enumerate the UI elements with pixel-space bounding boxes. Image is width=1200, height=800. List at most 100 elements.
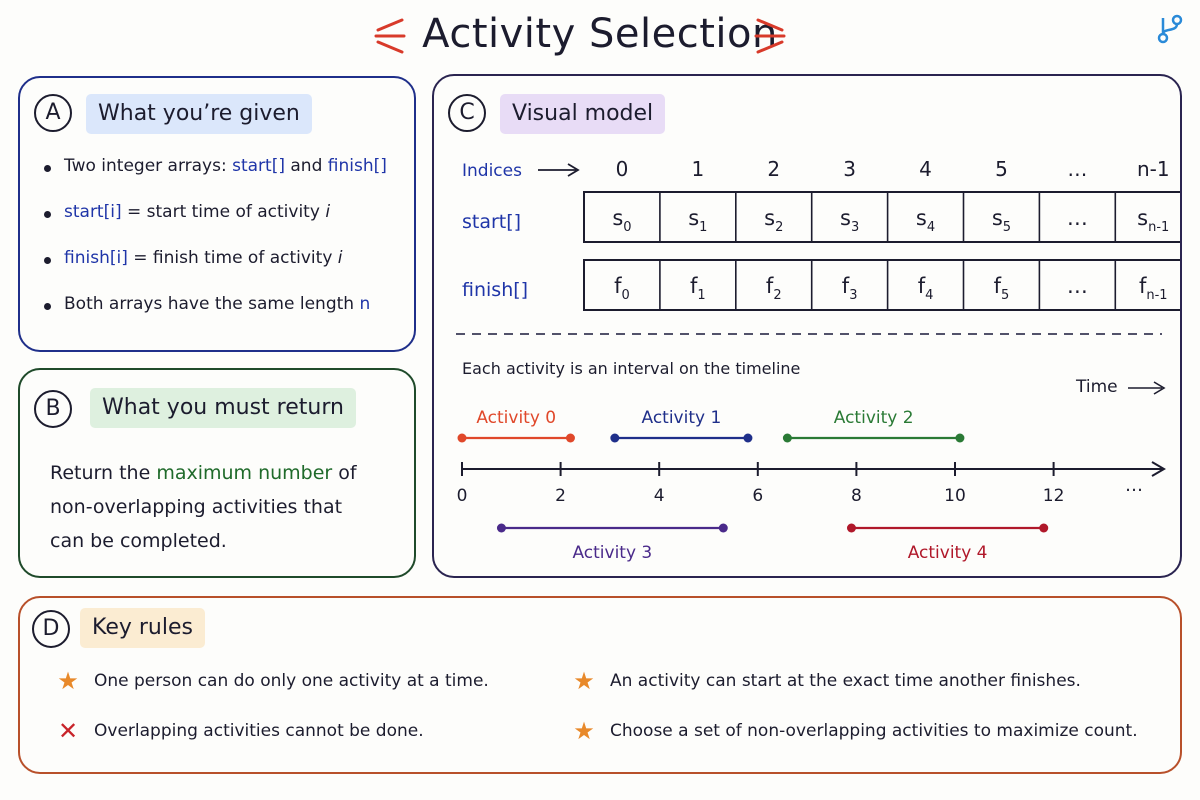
given-item: start[i] = start time of activity i [42,202,387,248]
finish-cell: fn-1 [1139,274,1168,303]
index-label: 0 [616,157,629,181]
length-variable: n [359,294,371,314]
given-item: Two integer arrays: start[] and finish[] [42,156,387,202]
index-label: 1 [691,157,704,181]
start-cell: … [1067,206,1088,230]
rule-item: ★ An activity can start at the exact time… [570,666,1081,696]
rule-text: Overlapping activities cannot be done. [94,721,424,741]
return-text: Return the [50,462,157,484]
axis-tick-label: 6 [752,486,763,506]
badge-d: D [32,610,70,648]
timeline-arrowhead-icon [1151,461,1166,477]
start-cell: s1 [688,206,707,235]
given-item: finish[i] = finish time of activity i [42,248,387,294]
axis-ellipsis: … [1125,475,1143,496]
rule-text: Choose a set of non-overlapping activiti… [610,721,1138,741]
time-arrowhead-icon [1153,381,1166,395]
axis-tick-label: 12 [1043,486,1065,506]
axis-tick-label: 4 [654,486,665,506]
index-label: 3 [843,157,856,181]
return-panel: B What you must return Return the maximu… [18,368,416,578]
activity-start-dot [782,433,792,443]
index-variable: i [325,202,331,222]
branch-logo-icon [1157,14,1183,44]
index-label: 2 [767,157,780,181]
given-item-text: Two integer arrays: [64,156,233,176]
rule-item: ★ One person can do only one activity at … [54,666,489,696]
rule-text: One person can do only one activity at a… [94,671,489,691]
given-item: Both arrays have the same length n [42,294,387,340]
start-index-code: start[i] [64,202,122,222]
return-description: Return the maximum number of non-overlap… [50,456,357,558]
given-heading: What you’re given [86,94,312,134]
finish-cell: f3 [842,274,858,303]
key-rules-panel: D Key rules ★ One person can do only one … [18,596,1182,774]
rule-text: An activity can start at the exact time … [610,671,1081,691]
finish-array: finish[] [462,279,528,301]
given-panel: A What you’re given Two integer arrays: … [18,76,416,352]
axis-tick-label: 0 [457,486,468,506]
star-icon: ★ [573,717,595,745]
given-item-text: and [284,156,328,176]
activity-end-dot [565,433,575,443]
return-text: of [332,462,357,484]
finish-array-code: finish[] [327,156,387,176]
index-label: n-1 [1137,157,1170,181]
start-array: start[] [462,211,521,233]
activity-label: Activity 2 [834,408,914,428]
index-label: 5 [995,157,1008,181]
finish-cell: … [1067,274,1088,298]
key-rules-heading: Key rules [80,608,205,648]
timeline-caption: Each activity is an interval on the time… [462,359,800,378]
finish-cell: f4 [918,274,934,303]
badge-b: B [34,390,72,428]
badge-c: C [448,94,486,132]
visual-model-heading: Visual model [500,94,666,134]
activity-end-dot [955,433,965,443]
return-text: can be completed. [50,530,227,552]
activity-end-dot [718,523,728,533]
given-item-text: = finish time of activity [127,248,338,268]
given-item-text: Both arrays have the same length [64,294,360,314]
indices-arrowhead-icon [567,163,580,177]
rule-item: ★ Choose a set of non-overlapping activit… [570,716,1138,746]
index-label: … [1067,157,1087,181]
return-heading: What you must return [90,388,356,428]
star-icon: ★ [57,667,79,695]
finish-array-cells [583,259,1180,311]
finish-cell: f2 [766,274,782,303]
activity-start-dot [496,523,506,533]
start-cell: s2 [764,206,783,235]
activity-label: Activity 1 [641,408,721,428]
given-item-text: = start time of activity [121,202,326,222]
start-cell: s4 [916,206,935,235]
activity-label: Activity 3 [572,543,652,563]
activity-start-dot [846,523,856,533]
title-burst-left-icon [374,18,406,54]
time-label: Time [1075,377,1118,397]
given-list: Two integer arrays: start[] and finish[]… [42,156,387,340]
activity-label: Activity 0 [476,408,556,428]
start-array-cells [583,191,1180,243]
axis-tick-label: 8 [851,486,862,506]
activity-start-dot [457,433,467,443]
finish-cell: f0 [614,274,630,303]
indices-label: Indices [462,161,522,181]
start-cell: s0 [612,206,631,235]
activity-end-dot [1039,523,1049,533]
start-cell: sn-1 [1137,206,1169,235]
index-variable: i [337,248,343,268]
return-highlight: maximum number [156,462,333,484]
cross-icon: ✕ [57,717,79,745]
axis-tick-label: 2 [555,486,566,506]
star-icon: ★ [573,667,595,695]
activity-label: Activity 4 [908,543,988,563]
page-title: Activity Selection [422,11,778,57]
return-text: non-overlapping activities that [50,496,343,518]
start-cell: s5 [992,206,1011,235]
finish-cell: f5 [994,274,1010,303]
finish-index-code: finish[i] [64,248,128,268]
finish-cell: f1 [690,274,706,303]
